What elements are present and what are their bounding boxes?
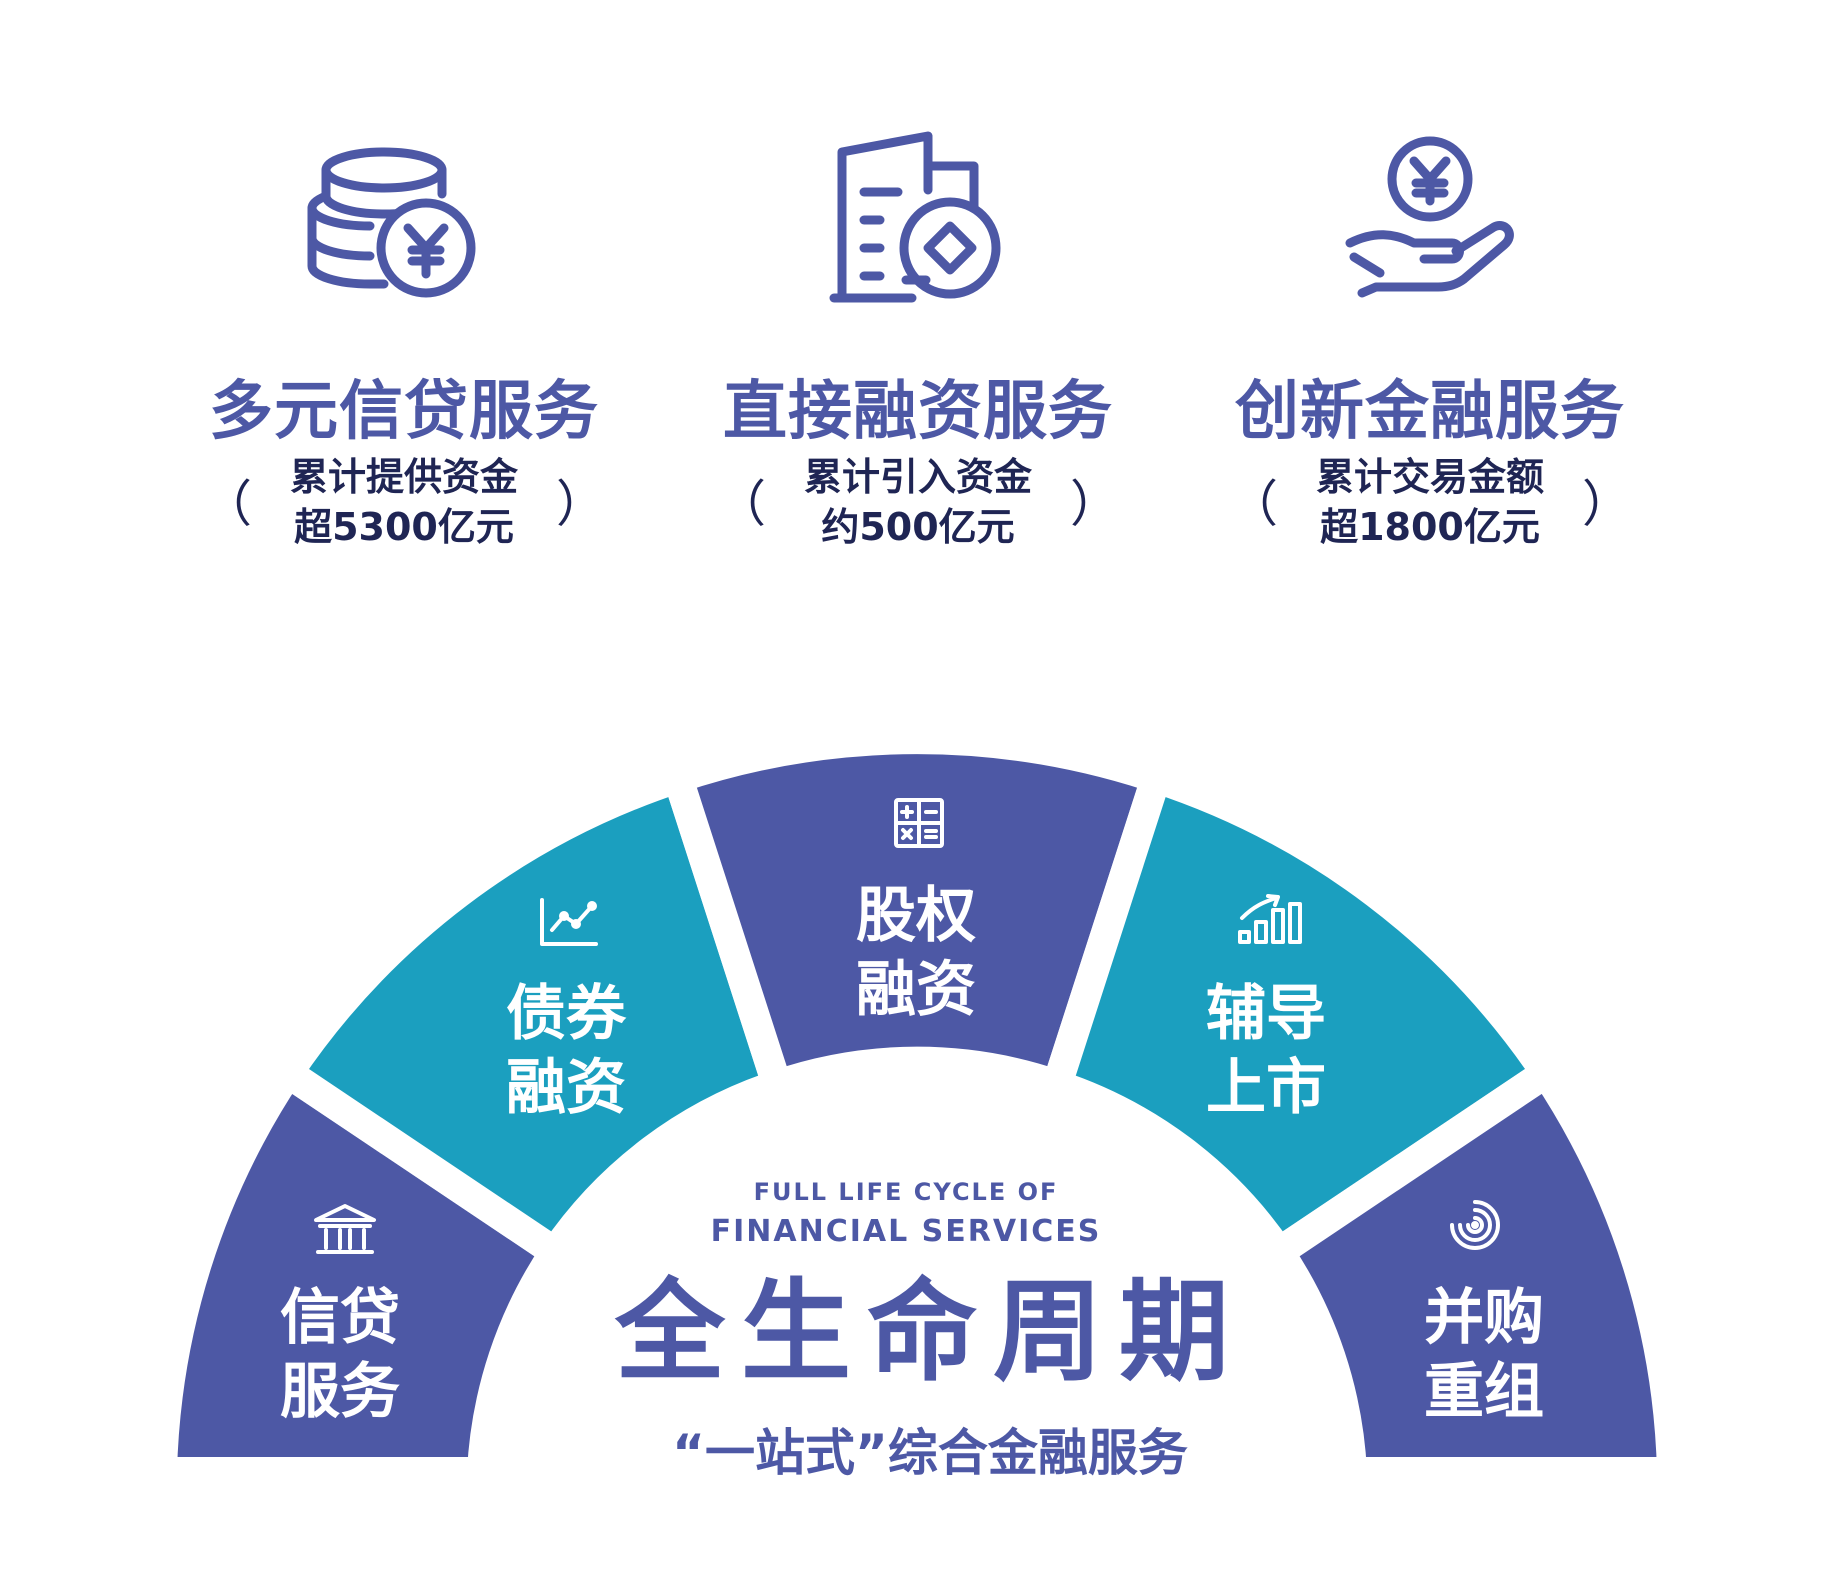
segment-credit-line1: 信贷: [280, 1283, 400, 1353]
service-note: （ 累计提供资金 超5300亿元 ）: [144, 452, 664, 552]
service-note-line1: 累计引入资金: [803, 455, 1032, 499]
center-title: 全生命周期: [614, 1268, 1245, 1396]
paren-close: ）: [1582, 475, 1632, 533]
segment-equity-line1: 股权: [856, 881, 976, 951]
service-note: （ 累计交易金额 超1800亿元 ）: [1170, 452, 1690, 552]
segment-ma-line1: 并购: [1424, 1283, 1544, 1353]
ring: [147, 724, 1687, 1487]
service-title: 创新金融服务: [1235, 375, 1625, 449]
segment-ipo-line2: 上市: [1206, 1053, 1326, 1123]
service-note-line1: 累计交易金额: [1315, 455, 1544, 499]
segment-credit-line2: 服务: [280, 1357, 400, 1427]
line-chart-icon: [540, 898, 598, 946]
segment-equity-line2: 融资: [856, 955, 976, 1025]
paren-open: （: [716, 475, 766, 533]
segment-ma-line2: 重组: [1424, 1357, 1544, 1427]
hand-yen-icon: [1345, 136, 1514, 298]
segment-bond-line1: 债券: [506, 979, 627, 1049]
service-note-line2: 超5300亿元: [294, 505, 514, 549]
segment-bond-line2: 融资: [506, 1053, 626, 1123]
segment-ma: [1264, 1058, 1687, 1487]
growth-bars-icon: [1238, 894, 1302, 944]
service-note: （ 累计引入资金 约500亿元 ）: [658, 452, 1178, 552]
center-en-line1: FULL LIFE CYCLE OF: [754, 1178, 1059, 1206]
spiral-icon: [1450, 1200, 1500, 1250]
center-subtitle: “一站式”综合金融服务: [672, 1424, 1188, 1482]
service-note-line2: 约500亿元: [821, 505, 1015, 549]
center-en-line2: FINANCIAL SERVICES: [711, 1214, 1102, 1249]
service-note-line2: 超1800亿元: [1320, 505, 1540, 549]
coins-yen-icon: [307, 147, 476, 298]
segment-ipo-line1: 辅导: [1206, 979, 1326, 1049]
paren-close: ）: [1070, 475, 1120, 533]
paren-close: ）: [556, 475, 606, 533]
service-title: 直接融资服务: [723, 375, 1113, 449]
calculator-icon: [894, 798, 944, 848]
bank-icon: [314, 1204, 376, 1254]
service-title: 多元信贷服务: [209, 375, 599, 449]
building-coin-icon: [829, 131, 1001, 303]
service-note-line1: 累计提供资金: [289, 455, 518, 499]
paren-open: （: [1228, 475, 1278, 533]
paren-open: （: [202, 475, 252, 533]
